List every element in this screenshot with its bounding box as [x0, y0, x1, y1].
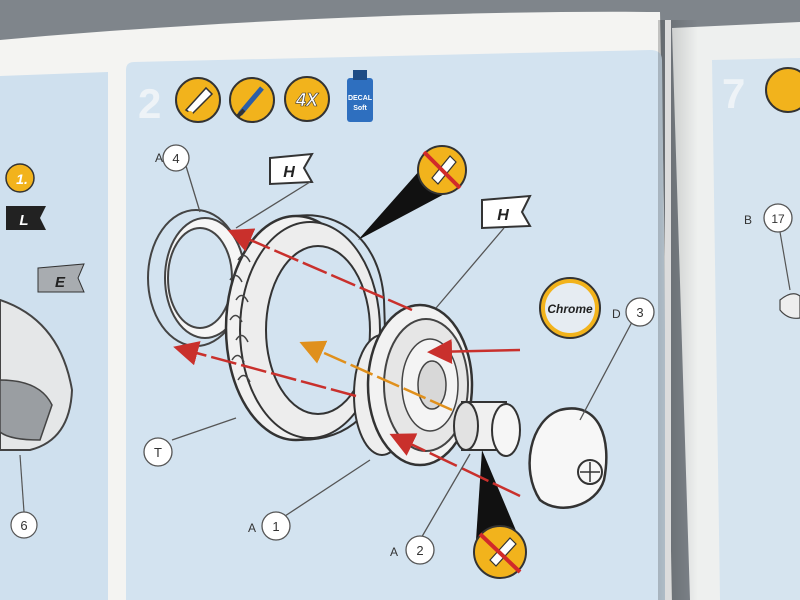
svg-text:4: 4: [172, 151, 179, 166]
hubcap-part: [528, 407, 608, 509]
svg-text:A: A: [390, 545, 398, 559]
flag-l: [6, 206, 46, 230]
svg-text:DECAL: DECAL: [348, 95, 373, 102]
svg-text:D: D: [612, 307, 621, 321]
hub-part: [453, 401, 521, 457]
no-glue-callout-top: [358, 145, 467, 240]
glue-icon: [765, 67, 800, 113]
svg-text:A: A: [248, 521, 256, 535]
chrome-finish-badge: Chrome: [539, 277, 601, 339]
part-callout-t: T: [143, 437, 173, 467]
svg-text:T: T: [154, 445, 162, 460]
part-callout-a1: A 1: [248, 511, 291, 541]
svg-text:Soft: Soft: [353, 105, 367, 112]
ring-part: [147, 209, 246, 347]
left-step-panel: [0, 72, 108, 600]
svg-text:2: 2: [416, 543, 423, 558]
left-page-fragment: 1. L E 6: [0, 163, 85, 539]
part-callout: [10, 511, 38, 539]
flag-e: [37, 263, 85, 293]
svg-text:H: H: [497, 207, 509, 224]
svg-text:E: E: [55, 274, 66, 291]
assembly-arrows: [173, 228, 521, 498]
svg-text:17: 17: [771, 212, 785, 226]
svg-text:H: H: [283, 164, 295, 181]
right-step-panel: [712, 58, 800, 600]
svg-text:1: 1: [272, 519, 279, 534]
decal-icon: DECAL Soft: [347, 70, 373, 122]
svg-text:L: L: [19, 212, 28, 229]
svg-text:B: B: [744, 213, 752, 227]
svg-text:A: A: [155, 151, 163, 165]
step-number: 2: [138, 80, 161, 127]
svg-text:6: 6: [20, 518, 27, 533]
flag-h-right: H: [481, 194, 532, 230]
multiplier-text: 4X: [295, 90, 319, 110]
multiplier-badge: 4X: [284, 76, 330, 122]
paint-brush-icon: [229, 77, 275, 123]
next-step-number: 7: [722, 70, 745, 117]
part-callout-d3: D 3: [612, 297, 655, 327]
glue-icon: [175, 77, 221, 123]
part-callout-a2: A 2: [390, 535, 435, 565]
right-page-fragment: B 17: [744, 67, 800, 319]
chrome-label: Chrome: [547, 302, 593, 316]
svg-text:3: 3: [636, 305, 643, 320]
step-badge: 1.: [16, 171, 28, 187]
flag-h-left: H: [269, 152, 314, 186]
part-callout-a4: A 4: [155, 144, 190, 172]
tire-part: [224, 214, 388, 442]
leader-lines: [171, 165, 633, 541]
header-icons: 4X DECAL Soft: [175, 70, 373, 123]
no-glue-callout-bottom: [473, 450, 527, 579]
